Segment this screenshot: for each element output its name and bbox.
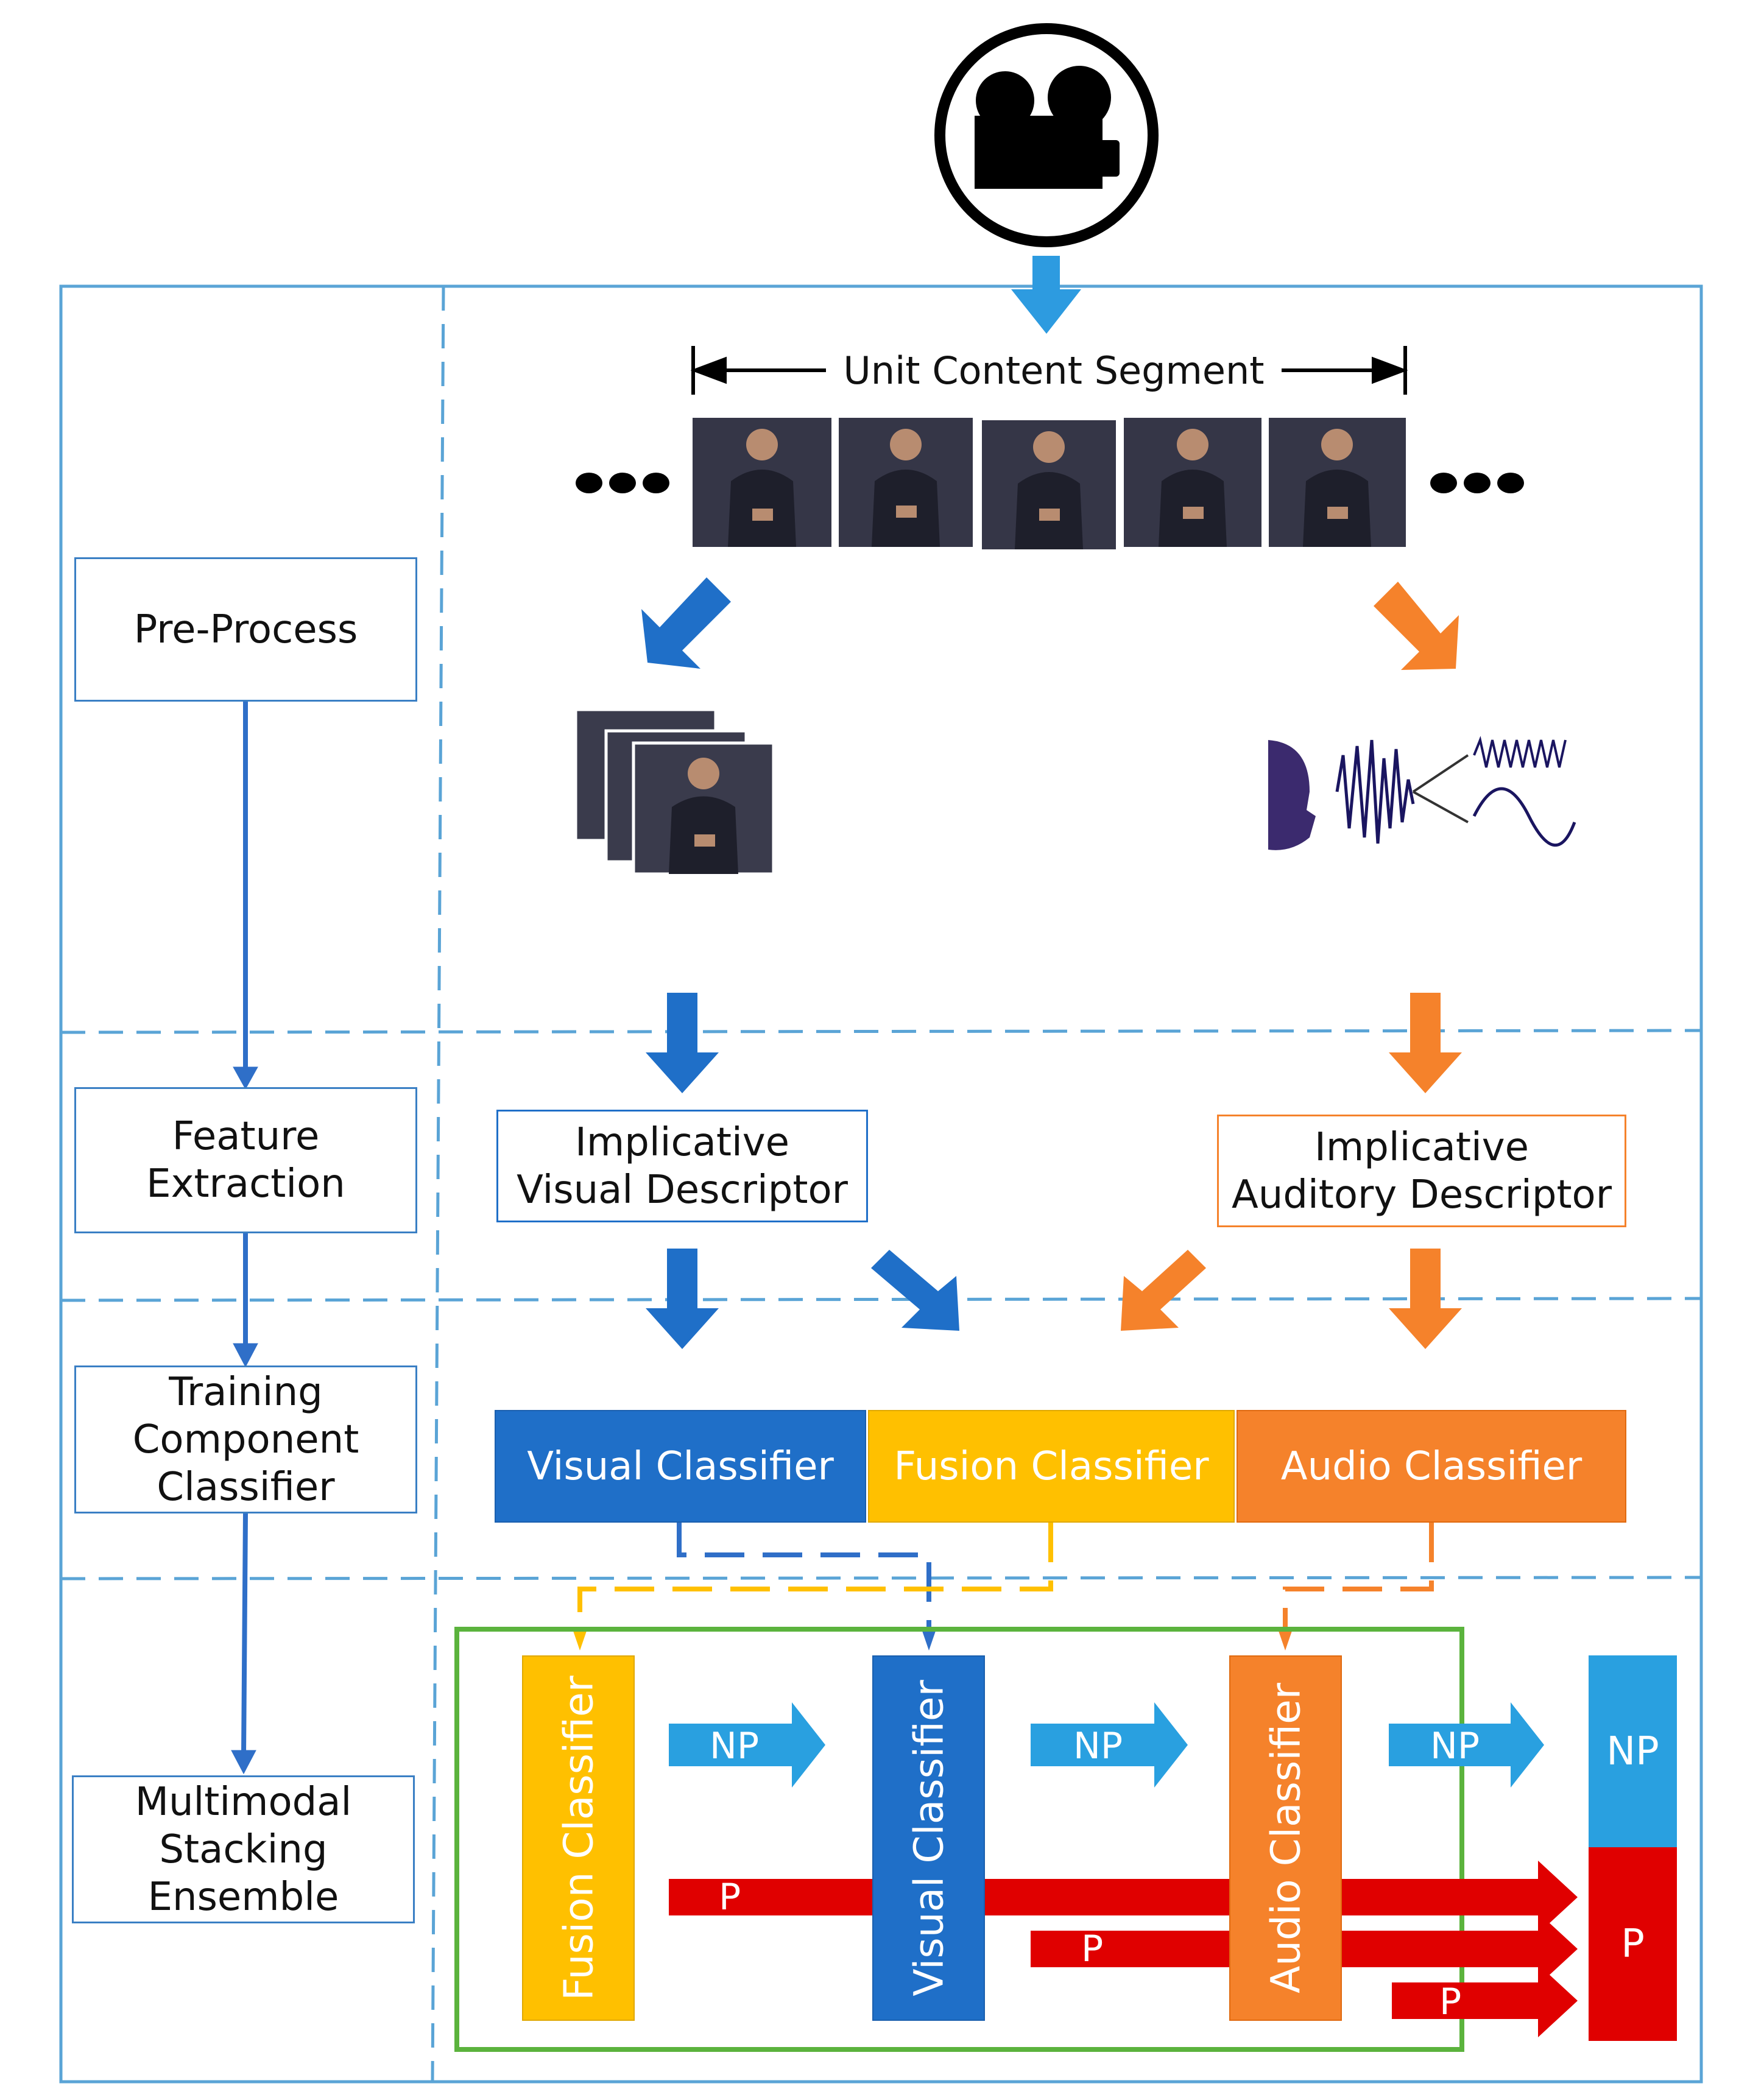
segment-title: Unit Content Segment [826,348,1282,393]
arrow-video-to-descriptor [646,993,719,1093]
stage-flow-arrows [231,702,258,1775]
p-label-2: P [1081,1928,1104,1970]
connector-visual [677,1523,931,1632]
arrow-auditory-descriptor-down [1389,1249,1462,1349]
np-label-2: NP [1073,1725,1123,1767]
fusion-classifier-box: Fusion Classifier [868,1410,1235,1523]
stack-audio-label: Audio Classifier [1262,1683,1309,1993]
stage-training-component-classifier: Training Component Classifier [74,1365,417,1513]
np-label-3: NP [1430,1725,1480,1767]
outer-frame [59,284,1703,2084]
frame-thumbnail [1269,418,1406,547]
connector-audio [1283,1523,1434,1632]
ellipsis-right [1430,473,1524,493]
visual-descriptor-box: Implicative Visual Descriptor [496,1110,868,1222]
stack-visual-label: Visual Classifier [905,1680,952,1996]
auditory-descriptor-box: Implicative Auditory Descriptor [1217,1115,1626,1227]
stack-fusion-label: Fusion Classifier [555,1675,602,2001]
stacked-frames-icon [574,708,775,876]
stage-separator-1 [60,1029,1702,1034]
arrow-to-audio [1374,582,1459,670]
segment-title-wrap: Unit Content Segment [826,345,1282,396]
video-segment-label: Video Segment [544,903,805,943]
frame-thumbnail [693,418,831,547]
frame-strip [693,418,1406,549]
frame-thumbnail [839,418,973,547]
segment-bracket [690,346,1408,395]
audio-classifier-box: Audio Classifier [1237,1410,1626,1523]
frame-thumbnail [982,420,1116,549]
ellipsis-left [576,473,669,493]
waveform-icon [1264,731,1581,859]
output-p-label: P [1621,1922,1645,1967]
stack-visual-classifier: Visual Classifier [872,1655,985,2021]
stack-audio-classifier: Audio Classifier [1229,1655,1342,2021]
stage-pre-process: Pre-Process [74,557,417,702]
arrow-audio-to-descriptor [1389,993,1462,1093]
np-arrow-2 [1031,1702,1188,1788]
frame-thumbnail [1124,418,1261,547]
stack-fusion-classifier: Fusion Classifier [522,1655,635,2021]
ensemble-frame [454,1627,1464,2052]
p-label-1: P [719,1876,741,1919]
input-arrow [1011,256,1081,334]
np-arrow-3 [1389,1702,1544,1788]
output-np-label: NP [1606,1728,1659,1774]
connector-fusion [577,1523,1053,1632]
arrow-to-video [641,577,731,669]
stage-separator-2 [60,1297,1702,1302]
stage-feature-extraction: Feature Extraction [74,1087,417,1233]
stage-separator-3 [60,1576,1702,1580]
video-camera-icon [934,23,1159,247]
arrow-visual-descriptor-down [646,1249,719,1349]
stage-multimodal-stacking-ensemble: Multimodal Stacking Ensemble [72,1775,415,1923]
np-label-1: NP [710,1725,760,1767]
column-separator [431,286,445,2082]
audio-segment-label: Audio Segment [1293,903,1554,943]
np-arrow-1 [669,1702,825,1788]
output-p-block: P [1589,1847,1677,2041]
arrow-visual-to-fusion [871,1250,959,1331]
p-arrow-1 [669,1861,1578,1934]
visual-classifier-box: Visual Classifier [495,1410,866,1523]
p-label-3: P [1439,1981,1462,2023]
p-arrow-3 [1392,1964,1578,2037]
output-np-block: NP [1589,1655,1677,1847]
arrow-audio-to-fusion [1121,1250,1206,1331]
